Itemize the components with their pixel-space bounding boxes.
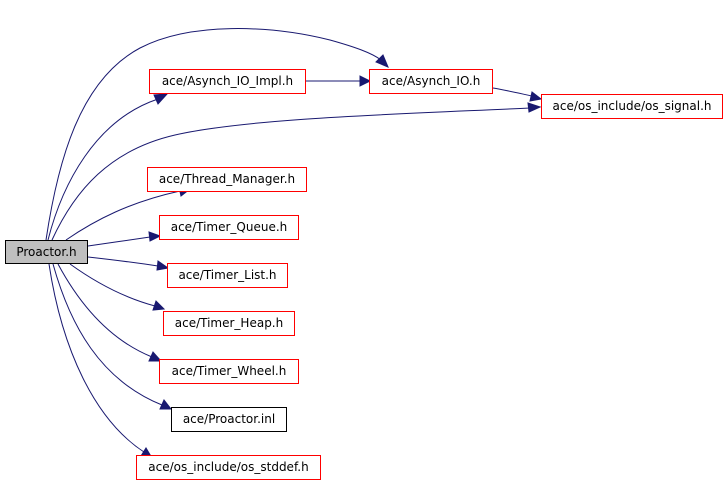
edge-proactor-to-os-signal	[51, 107, 531, 241]
node-os-stddef-h[interactable]: ace/os_include/os_stddef.h	[136, 455, 321, 480]
node-timer-queue-h[interactable]: ace/Timer_Queue.h	[159, 215, 299, 240]
node-timer-heap-h[interactable]: ace/Timer_Heap.h	[163, 311, 295, 336]
node-proactor-h[interactable]: Proactor.h	[5, 240, 88, 264]
edge-proactor-to-asynch-io-impl	[47, 98, 159, 241]
edge-proactor-to-os-stddef	[48, 263, 145, 453]
edge-proactor-to-asynch-io	[45, 28, 382, 241]
arrowhead-os-signal	[527, 102, 542, 113]
edge-proactor-to-timer-wheel	[57, 263, 153, 358]
edge-proactor-to-proactor-inl	[52, 263, 163, 406]
edge-proactor-to-timer-heap	[69, 263, 156, 307]
arrowhead-asynch-io-impl	[153, 93, 169, 105]
node-proactor-inl[interactable]: ace/Proactor.inl	[171, 407, 287, 432]
arrowhead-asynch-io-top	[375, 54, 389, 68]
node-timer-list-h[interactable]: ace/Timer_List.h	[167, 263, 288, 288]
edge-proactor-to-timer-list	[87, 256, 159, 267]
node-asynch-io-impl-h[interactable]: ace/Asynch_IO_Impl.h	[149, 69, 306, 94]
arrowhead-asynch-io	[359, 75, 372, 87]
arrowhead-timer-list	[156, 260, 170, 271]
arrowhead-timer-wheel	[148, 351, 163, 362]
arrowhead-os-signal-2	[529, 91, 543, 102]
node-os-signal-h[interactable]: ace/os_include/os_signal.h	[541, 94, 723, 119]
arrowhead-timer-heap	[152, 300, 166, 311]
node-timer-wheel-h[interactable]: ace/Timer_Wheel.h	[159, 359, 299, 384]
edge-proactor-to-timer-queue	[87, 236, 151, 247]
node-asynch-io-h[interactable]: ace/Asynch_IO.h	[369, 69, 493, 94]
arrowhead-timer-queue	[148, 231, 162, 242]
edge-proactor-to-thread-manager	[65, 190, 181, 241]
arrowhead-proactor-inl	[159, 399, 173, 410]
edge-asynch-io-to-os-signal	[492, 87, 533, 97]
node-thread-manager-h[interactable]: ace/Thread_Manager.h	[147, 167, 307, 192]
